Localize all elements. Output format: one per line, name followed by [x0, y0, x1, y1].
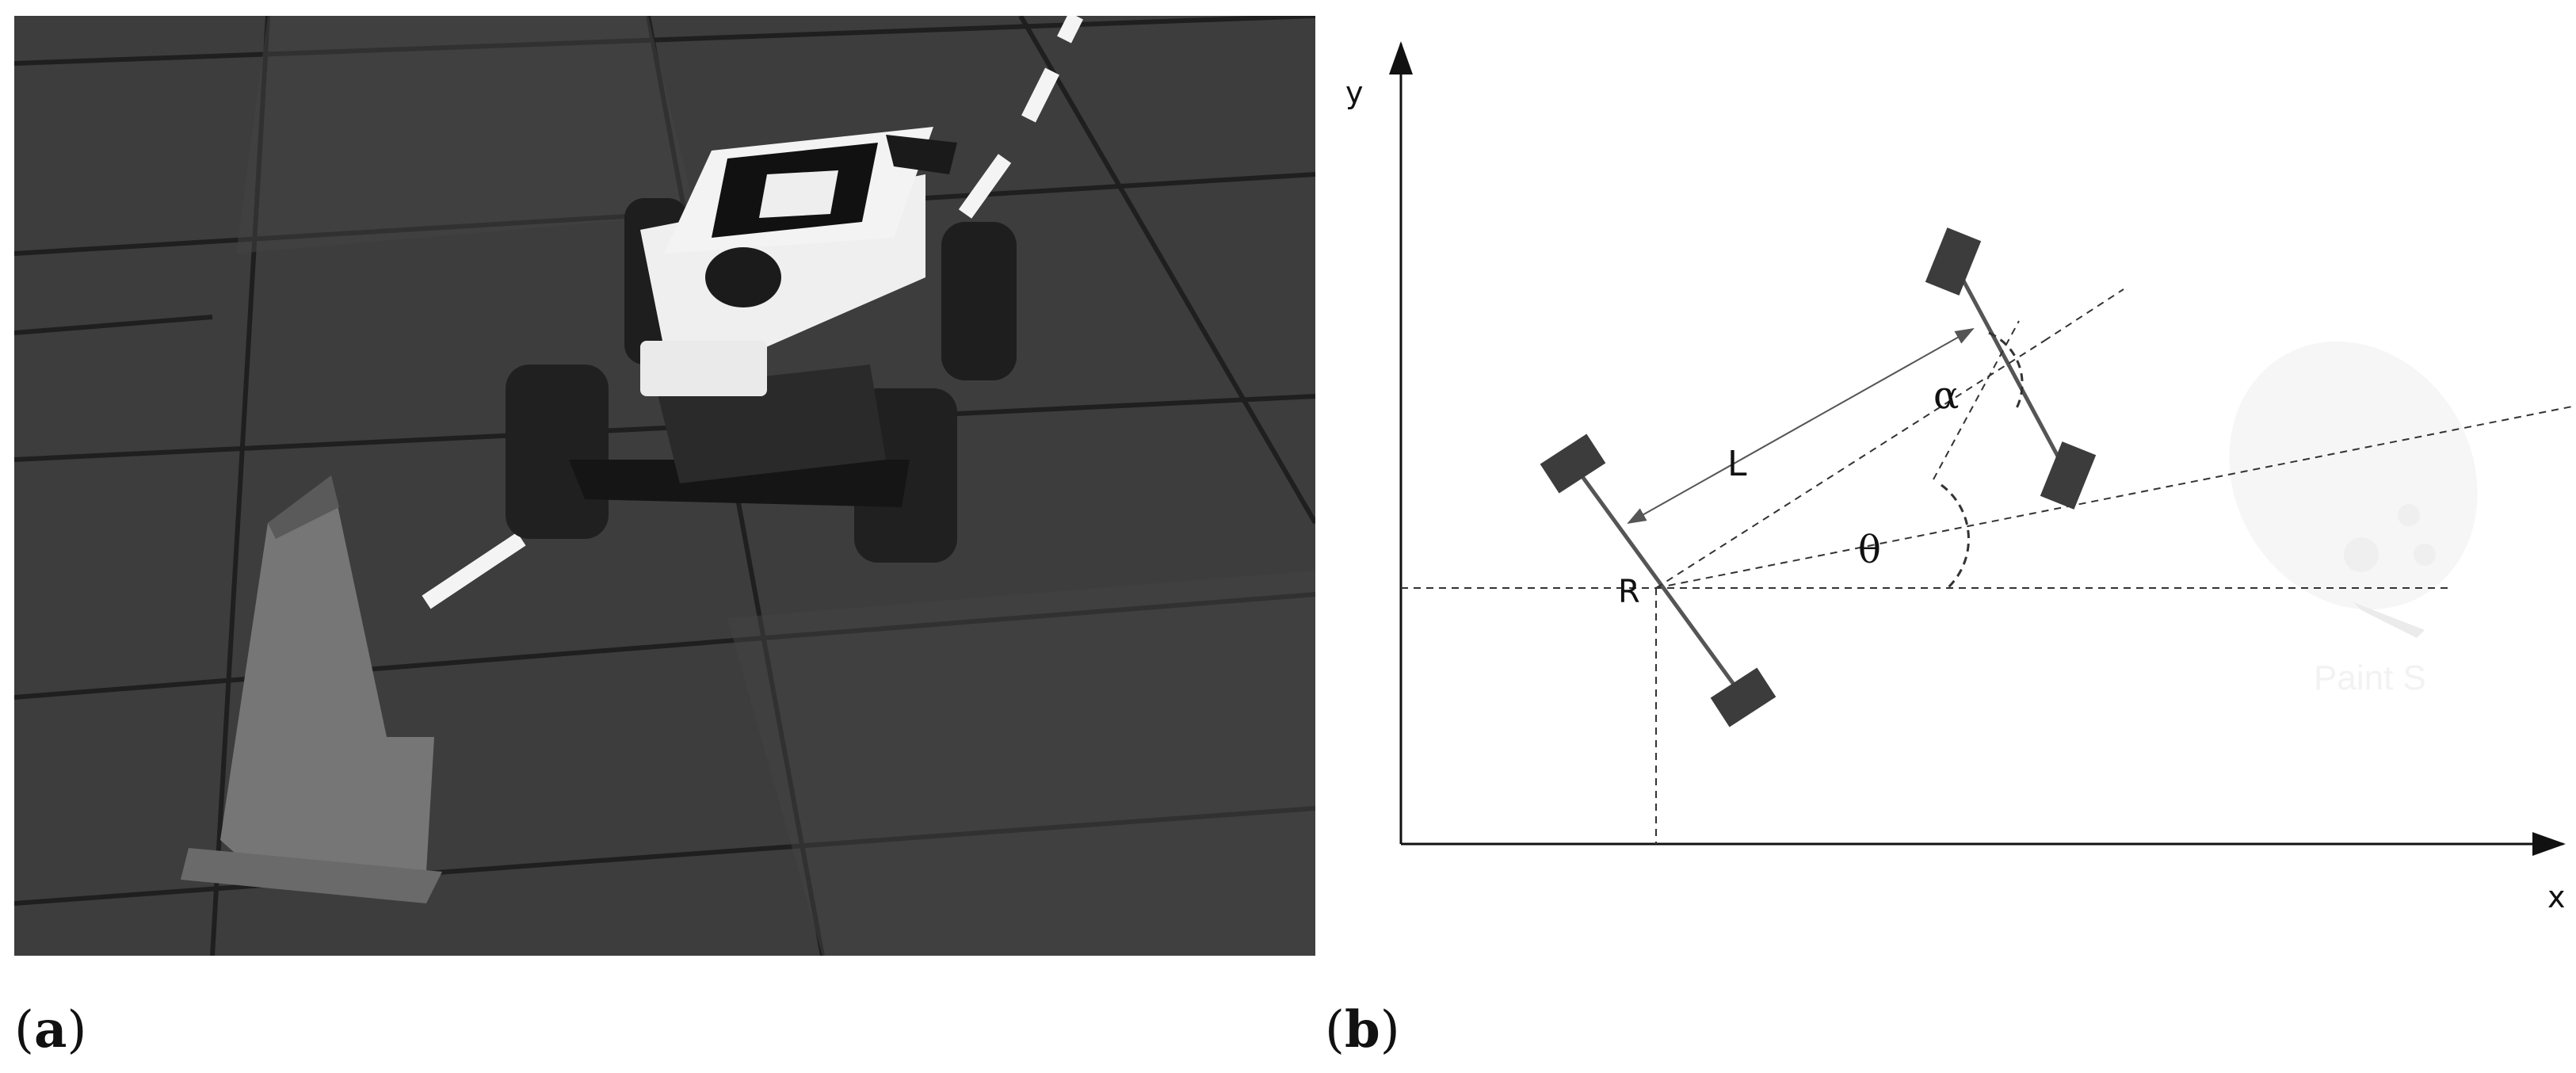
- rear-point-label: R: [1618, 574, 1640, 610]
- rear-right-wheel: [1710, 667, 1776, 727]
- heading-angle-arc: [1941, 483, 1970, 590]
- y-axis-label: y: [1345, 75, 1364, 110]
- front-right-wheel: [2040, 441, 2097, 510]
- rear-left-wheel: [1540, 433, 1606, 494]
- steering-angle-arc: [1988, 331, 2024, 409]
- rear-axle: [1570, 462, 1746, 699]
- steering-angle-label: α: [1933, 373, 1959, 418]
- caption-a: (a): [14, 1000, 87, 1060]
- kinematic-diagram-svg: Paint S y x: [1345, 41, 2576, 915]
- robot-car-photo-drawing: [14, 16, 1315, 956]
- x-axis-label: x: [2547, 880, 2566, 915]
- heading-line-visible: [1655, 340, 2045, 589]
- watermark: Paint S: [2229, 341, 2478, 697]
- front-left-wheel: [1925, 227, 1982, 296]
- wheelbase-arrow: [1627, 328, 1975, 524]
- robot-car: [506, 127, 1017, 563]
- wheelbase-label: L: [1727, 444, 1747, 484]
- front-axle: [1951, 260, 2070, 477]
- kinematic-diagram: Paint S y x: [1331, 0, 2576, 1070]
- traffic-cone: [181, 475, 442, 903]
- robot-car-photo: [14, 16, 1315, 956]
- caption-a-letter: a: [33, 1000, 67, 1060]
- lane-line: [422, 16, 1083, 609]
- caption-b: (b): [1325, 1000, 1400, 1060]
- heading-angle-label: θ: [1858, 528, 1881, 572]
- caption-b-letter: b: [1344, 1000, 1380, 1060]
- watermark-text: Paint S: [2314, 659, 2426, 697]
